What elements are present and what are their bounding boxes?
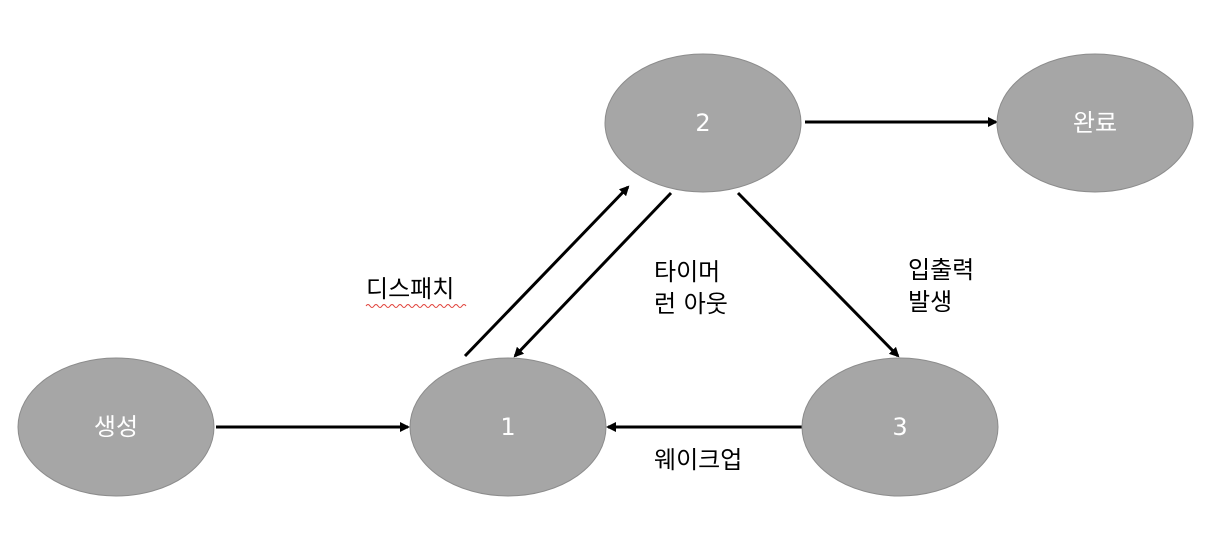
node-done: 완료 (996, 53, 1194, 193)
node-done-label: 완료 (1073, 109, 1117, 137)
node-waiting: 3 (801, 357, 999, 497)
node-create: 생성 (17, 357, 215, 497)
node-ready: 1 (409, 357, 607, 497)
node-ready-label: 1 (500, 413, 515, 441)
edge-ready-to-running (463, 185, 630, 358)
edge-label-wakeup: 웨이크업 (654, 446, 742, 474)
edge-running-to-ready (513, 191, 673, 358)
edge-label-timeout-line2: 런 아웃 (654, 290, 728, 318)
node-waiting-label: 3 (892, 413, 907, 441)
edge-running-to-waiting (736, 191, 900, 358)
spellcheck-underline (365, 304, 467, 308)
edge-label-timeout-line1: 타이머 (654, 258, 720, 286)
edge-label-io-line2: 발생 (908, 288, 952, 316)
edge-label-dispatch: 디스패치 (366, 275, 454, 303)
node-create-label: 생성 (94, 413, 138, 441)
node-running-label: 2 (695, 109, 710, 137)
node-running: 2 (604, 53, 802, 193)
edge-label-io-line1: 입출력 (908, 256, 974, 284)
